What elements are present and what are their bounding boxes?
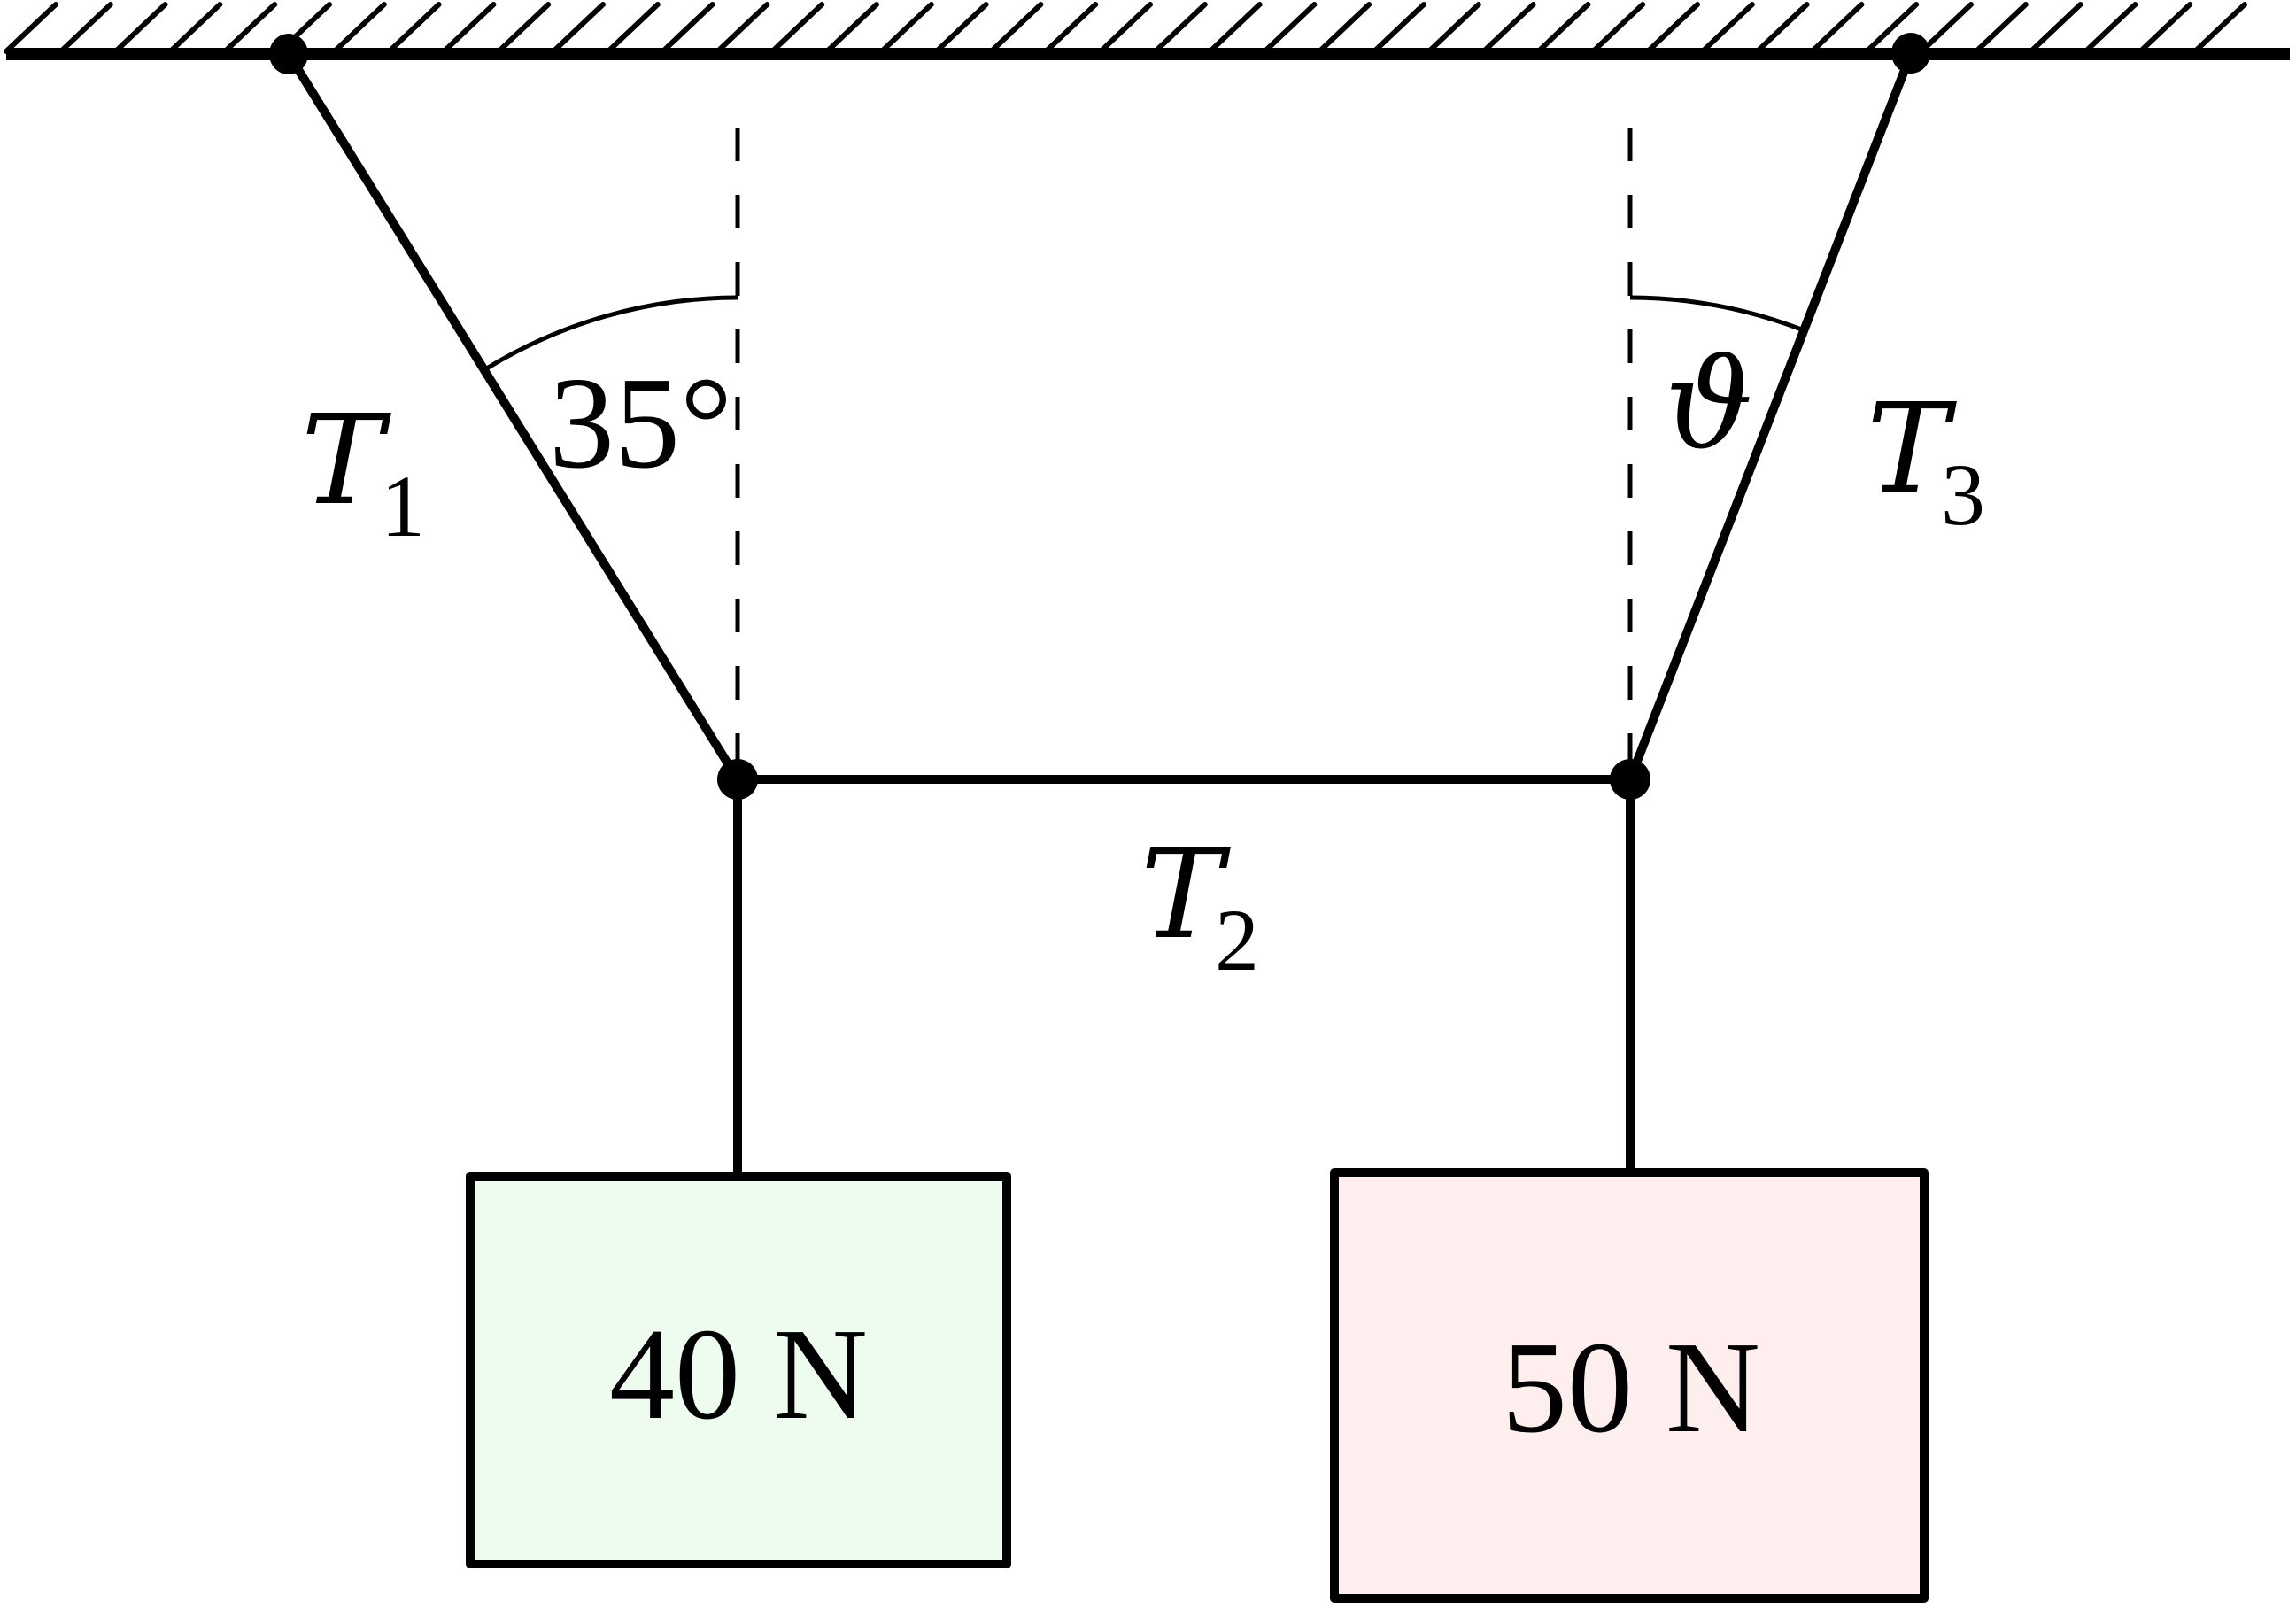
knot-right xyxy=(1610,759,1650,800)
hatch-mark xyxy=(660,2,715,54)
hatch-mark xyxy=(1152,2,1208,54)
hatch-mark xyxy=(1043,2,1099,54)
hatch-mark xyxy=(1919,2,1974,54)
angle-arc-right xyxy=(1629,295,1805,333)
hatch-mark xyxy=(4,2,58,54)
label-t1-sub: 1 xyxy=(381,457,425,555)
ceiling-pin-left xyxy=(269,34,308,74)
hatch-mark xyxy=(1754,2,1810,54)
label-t1-main: T xyxy=(301,389,391,533)
angle-label-left: 35° xyxy=(549,351,732,496)
hatch-mark xyxy=(769,2,825,54)
hatch-mark xyxy=(1699,2,1755,54)
hatch-mark xyxy=(112,2,168,54)
label-t2-main: T xyxy=(1140,823,1231,967)
hatch-mark xyxy=(1317,2,1372,54)
angle-arc-left xyxy=(483,295,738,372)
label-t3-sub: 3 xyxy=(1941,445,1985,544)
hatch-mark xyxy=(2083,2,2138,54)
weight-box-left xyxy=(466,1172,1011,1568)
hatch-mark xyxy=(58,2,113,54)
hatch-mark xyxy=(824,2,879,54)
hatch-mark xyxy=(1973,2,2029,54)
label-t1: T 1 xyxy=(301,389,425,555)
hatch-mark xyxy=(386,2,442,54)
ceiling xyxy=(4,2,2290,60)
weight-label-right: 50 N xyxy=(1502,1315,1760,1460)
hatch-mark xyxy=(1207,2,1263,54)
hatch-mark xyxy=(1590,2,1646,54)
hatch-mark xyxy=(1809,2,1865,54)
weight-label-left: 40 N xyxy=(609,1302,868,1447)
hatch-mark xyxy=(222,2,278,54)
knot-left xyxy=(717,759,758,800)
ceiling-pin-right xyxy=(1891,33,1930,74)
weight-right: 50 N xyxy=(1330,1168,1929,1603)
cord-t3 xyxy=(1626,50,1915,784)
hatch-mark xyxy=(988,2,1044,54)
hatch-mark xyxy=(1864,2,1920,54)
hatch-mark xyxy=(167,2,223,54)
angle-label-right: ϑ xyxy=(1665,333,1753,477)
label-t2: T 2 xyxy=(1140,823,1259,989)
hatch-mark xyxy=(878,2,934,54)
label-t3: T 3 xyxy=(1867,377,1985,544)
hatch-mark xyxy=(551,2,606,54)
weight-left: 40 N xyxy=(466,1172,1011,1568)
hatch-mark xyxy=(2192,2,2247,54)
hatch-mark xyxy=(605,2,661,54)
weight-box-right xyxy=(1330,1168,1929,1603)
hatch-mark xyxy=(715,2,770,54)
label-t2-sub: 2 xyxy=(1215,891,1259,989)
hatch-mark xyxy=(1098,2,1153,54)
hatch-mark xyxy=(496,2,552,54)
hatch-mark xyxy=(331,2,387,54)
cord-t1 xyxy=(284,50,742,784)
hatch-mark xyxy=(1480,2,1536,54)
hatch-mark xyxy=(1645,2,1700,54)
hatch-mark xyxy=(1262,2,1318,54)
hatch-mark xyxy=(2138,2,2193,54)
hatch-mark xyxy=(1426,2,1481,54)
hatch-mark xyxy=(933,2,989,54)
label-t3-main: T xyxy=(1867,377,1957,522)
hatch-mark xyxy=(1372,2,1426,54)
hatch-mark xyxy=(1535,2,1591,54)
hatch-mark xyxy=(2028,2,2083,54)
hatch-mark xyxy=(441,2,497,54)
